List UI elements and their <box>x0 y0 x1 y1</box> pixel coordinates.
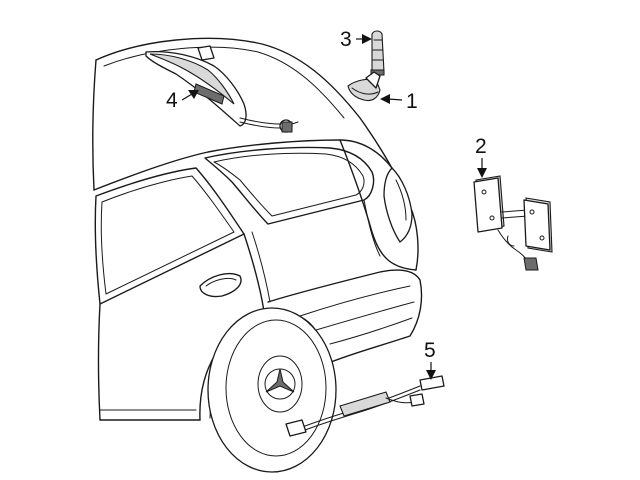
wheel-emblem-icon <box>264 368 296 400</box>
callout-4-label: 4 <box>166 89 178 112</box>
part-1-antenna-base[interactable] <box>347 71 381 102</box>
callout-3: 3 <box>340 28 372 51</box>
part-4-hatch-antenna-amplifier[interactable] <box>145 45 299 133</box>
callout-2: 2 <box>475 135 487 178</box>
part-5-antenna-cable[interactable] <box>285 375 445 437</box>
part-2-antenna-module[interactable] <box>473 175 553 271</box>
callout-2-label: 2 <box>475 135 487 158</box>
callout-3-label: 3 <box>340 28 352 51</box>
callout-1-label: 1 <box>406 90 418 113</box>
callout-4: 4 <box>166 89 199 112</box>
callout-5: 5 <box>424 339 436 380</box>
part-3-antenna-mast[interactable] <box>370 30 385 76</box>
callout-1: 1 <box>380 90 418 113</box>
callout-5-label: 5 <box>424 339 436 362</box>
rear-wheel <box>207 307 337 473</box>
